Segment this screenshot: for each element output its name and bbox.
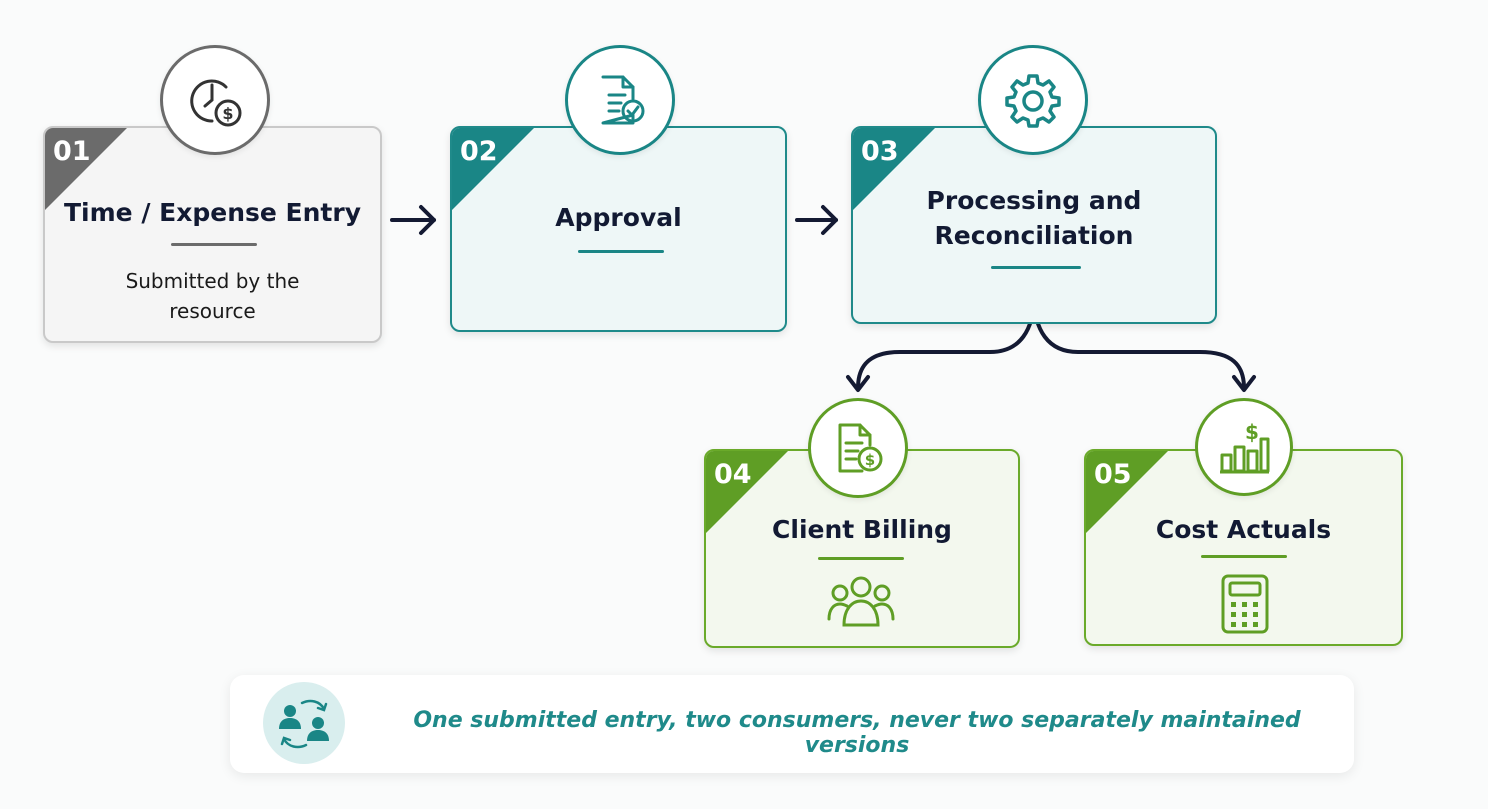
gear-icon: [1005, 74, 1061, 128]
step-card-02: 02 Approval: [450, 126, 787, 332]
step-title: Approval: [555, 203, 682, 232]
people-group-icon: [827, 576, 895, 627]
arrow-02-03: [795, 205, 838, 235]
step-corner-04: [706, 451, 788, 533]
title-underline: [578, 250, 664, 253]
clock-dollar-icon: $: [190, 79, 242, 127]
step-icon-circle-03: [978, 45, 1088, 155]
invoice-dollar-icon: $: [838, 423, 883, 473]
arrow-01-02: [390, 205, 436, 235]
step-icon-circle-02: [565, 45, 675, 155]
title-underline: [991, 266, 1081, 269]
title-underline: [171, 243, 257, 246]
document-check-icon: [601, 75, 645, 125]
summary-banner: One submitted entry, two consumers, neve…: [230, 675, 1354, 773]
step-corner-02: [452, 128, 534, 210]
step-number: 05: [1094, 459, 1132, 490]
step-subtitle: Submitted by the resource: [125, 269, 300, 323]
people-exchange-icon: [279, 699, 329, 749]
step-card-04: 04 Client Billing: [704, 449, 1020, 648]
step-icon-circle-04: $: [808, 398, 908, 498]
step-number: 01: [53, 136, 91, 167]
step-title: Cost Actuals: [1155, 515, 1332, 544]
svg-text:$: $: [1245, 420, 1259, 444]
step-icon-circle-01: $: [160, 45, 270, 155]
svg-text:$: $: [222, 104, 233, 123]
calculator-icon: [1221, 574, 1269, 634]
step-card-03: 03 Processing and Reconciliation: [851, 126, 1217, 324]
step-title: Client Billing: [772, 515, 952, 544]
title-underline: [1201, 555, 1287, 558]
step-corner-01: [45, 128, 127, 210]
step-card-01: 01 Time / Expense Entry Submitted by the…: [43, 126, 382, 343]
step-title: Time / Expense Entry: [63, 198, 361, 227]
bar-chart-dollar-icon: $: [1220, 420, 1270, 474]
banner-icon-circle: [263, 682, 345, 764]
step-title-line2: Reconciliation: [934, 221, 1134, 250]
step-corner-05: [1086, 451, 1168, 533]
step-corner-03: [853, 128, 935, 210]
step-number: 02: [460, 136, 498, 167]
step-title-line1: Processing and: [926, 186, 1142, 215]
step-card-05: 05 Cost Actuals: [1084, 449, 1403, 646]
banner-text: One submitted entry, two consumers, neve…: [413, 708, 1301, 758]
step-number: 04: [714, 459, 752, 490]
svg-text:$: $: [865, 451, 875, 469]
title-underline: [818, 557, 904, 560]
step-icon-circle-05: $: [1195, 398, 1293, 496]
step-number: 03: [861, 136, 899, 167]
